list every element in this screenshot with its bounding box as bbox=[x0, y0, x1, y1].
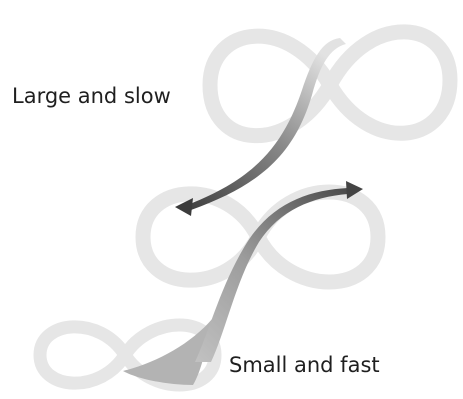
small-to-medium-arrowhead bbox=[346, 181, 363, 199]
large-infinity-loop bbox=[202, 24, 458, 144]
large-and-slow-label: Large and slow bbox=[12, 84, 171, 108]
large-to-medium-arrow bbox=[190, 38, 346, 210]
small-infinity-loop bbox=[33, 318, 222, 392]
small-loop-shaded-region bbox=[123, 318, 213, 385]
small-to-medium-arrow bbox=[195, 188, 348, 362]
large-to-medium-arrowhead bbox=[175, 198, 193, 216]
small-and-fast-label: Small and fast bbox=[229, 353, 380, 377]
